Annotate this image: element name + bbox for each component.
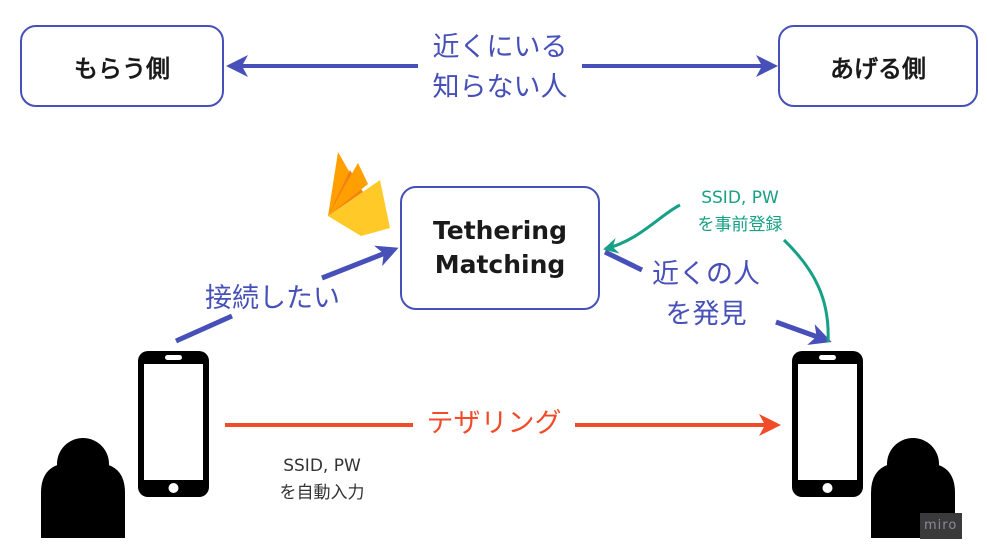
autofill-label-line2: を自動入力 [279,483,365,503]
discover-label-line2: を発見 [665,299,747,330]
preregister-label-line2: を事前登録 [697,215,783,235]
giver-node[interactable]: あげる側 [778,25,978,107]
smartphone-icon [792,351,863,497]
discover-arrow [603,249,832,345]
matching-title-line1: Tethering [433,216,567,246]
strangers-label: 近くにいる 知らない人 [420,28,580,108]
discover-label-line1: 近くの人 [652,259,760,290]
matching-server-node[interactable]: Tethering Matching [400,186,600,310]
person-icon [41,438,125,538]
preregister-label: SSID, PW を事前登録 [680,185,800,239]
preregister-label-line1: SSID, PW [701,188,779,208]
autofill-label: SSID, PW を自動入力 [262,453,382,507]
discover-label: 近くの人 を発見 [636,255,776,335]
giver-label: あげる側 [830,54,926,83]
firebase-logo [328,152,390,236]
connect-arrow [174,245,399,344]
strangers-label-line2: 知らない人 [432,72,568,103]
strangers-label-line1: 近くにいる [432,32,568,63]
autofill-label-line1: SSID, PW [283,456,361,476]
connect-label: 接続したい [205,283,340,314]
miro-watermark: miro [920,513,962,539]
matching-title-line2: Matching [434,250,566,279]
preregister-arrow [603,203,830,343]
receiver-node[interactable]: もらう側 [20,25,224,107]
tethering-label: テザリング [426,408,562,439]
receiver-label: もらう側 [74,54,170,83]
smartphone-icon [138,351,209,497]
